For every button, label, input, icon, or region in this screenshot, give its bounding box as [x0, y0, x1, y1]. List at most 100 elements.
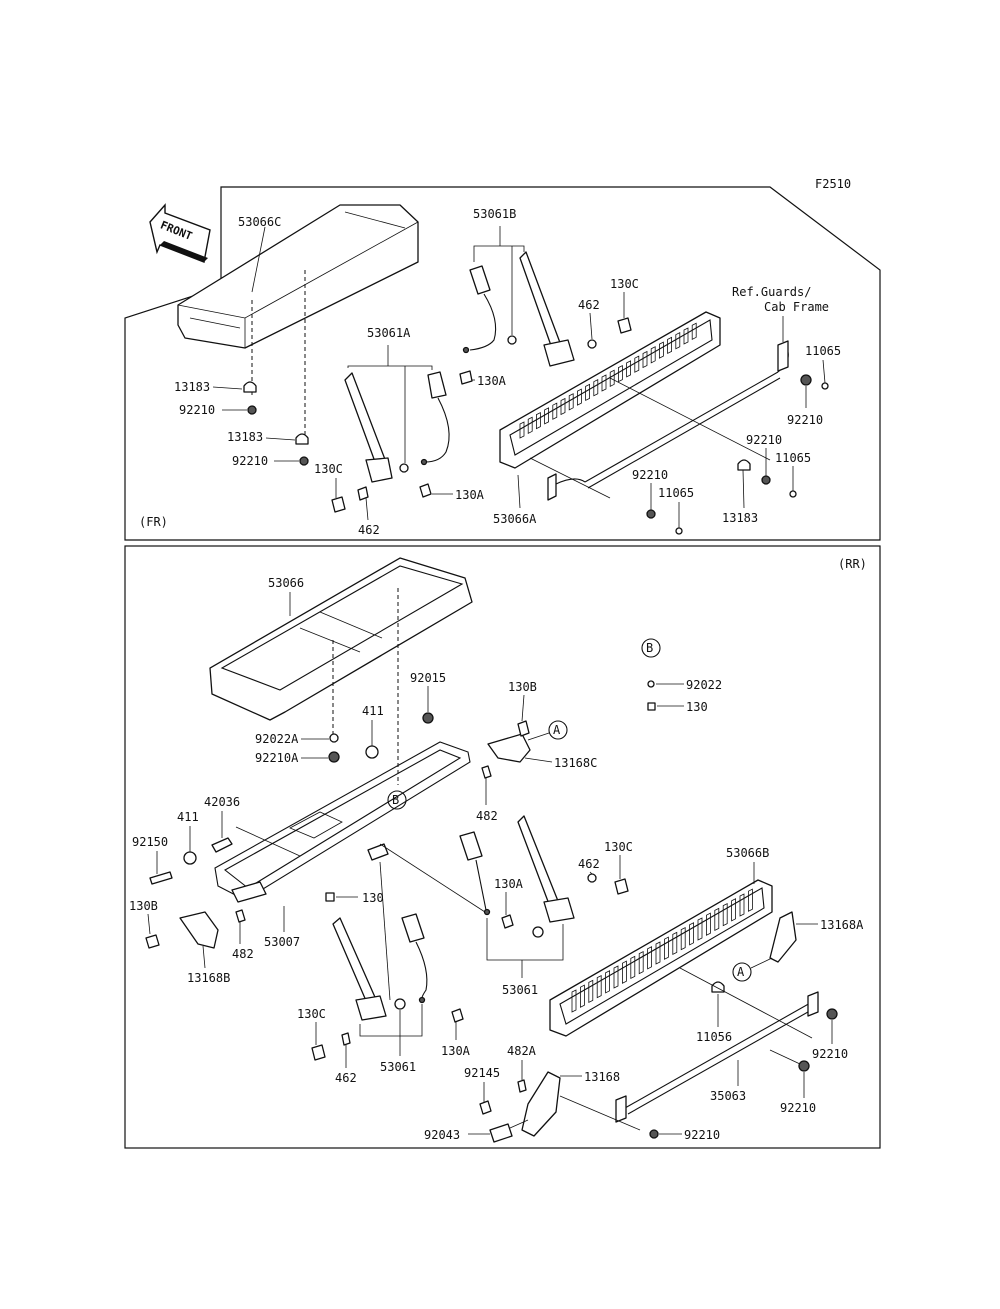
backrest-slat: [585, 383, 590, 402]
backrest-slat: [691, 322, 697, 340]
backrest-slat: [622, 960, 627, 984]
label-130C-top: 130C: [610, 277, 639, 291]
label-53061-a: 53061: [502, 983, 538, 997]
label-130B-b: 130B: [129, 899, 158, 913]
bolt-130C-b: [311, 1044, 326, 1061]
bolt-130A-b: [451, 1008, 464, 1023]
label-92022A: 92022A: [255, 732, 299, 746]
backrest-slat: [748, 888, 753, 912]
label-92210-b: 92210: [232, 454, 268, 468]
backrest-slat: [580, 984, 585, 1008]
label-130C-b: 130C: [297, 1007, 326, 1021]
spacer-482-a: [481, 765, 492, 779]
nut-92210-e: [646, 509, 656, 519]
label-482A: 482A: [507, 1044, 537, 1058]
label-130B-a: 130B: [508, 680, 537, 694]
label-92043: 92043: [424, 1128, 460, 1142]
rear-panel-frame: [124, 545, 881, 1149]
nut-92210-c: [800, 374, 812, 386]
bolt-92043: [489, 1123, 513, 1143]
label-130A-top: 130A: [477, 374, 507, 388]
backrest-slat: [527, 416, 533, 434]
figure-code: F2510: [815, 177, 851, 191]
label-11056: 11056: [696, 1030, 732, 1044]
label-11065-b: 11065: [775, 451, 811, 465]
bolt-130A-a: [501, 914, 514, 929]
label-53066A: 53066A: [493, 512, 537, 526]
ref-note-line2: Cab Frame: [764, 300, 829, 314]
bracket-13168: [521, 1071, 561, 1137]
label-462-bot: 462: [358, 523, 380, 537]
front-direction-arrow: FRONT: [149, 203, 211, 263]
callout-B-ref: [641, 638, 661, 658]
ref-note-line1: Ref.Guards/: [732, 285, 811, 299]
label-53066: 53066: [268, 576, 304, 590]
label-130C-a: 130C: [604, 840, 633, 854]
seatbelt-53061-a: [459, 815, 575, 938]
backrest-slat: [571, 989, 577, 1013]
bolt-92150: [149, 871, 173, 885]
label-462-top: 462: [578, 298, 600, 312]
backrest-slat: [714, 907, 720, 932]
seatbelt-53061A: [344, 371, 450, 483]
label-53066B: 53066B: [726, 846, 769, 860]
pin-11065-b: [789, 490, 797, 498]
backrest-slat: [544, 407, 549, 425]
label-53061-b: 53061: [380, 1060, 416, 1074]
backrest-slat: [680, 926, 686, 951]
bolt-130A-top: [459, 370, 473, 385]
spacer-482-b: [235, 909, 246, 923]
backrest-slat: [697, 917, 703, 941]
callout-B-frame-text: B: [392, 793, 399, 807]
seat-cushion-53066C: [177, 204, 419, 349]
bolt-130A-bot: [419, 483, 432, 498]
label-11065-c: 11065: [658, 486, 694, 500]
backrest-slat: [722, 902, 728, 927]
nut-92210-a: [247, 405, 257, 415]
label-92210-rr-a: 92210: [812, 1047, 848, 1061]
label-130-a: 130: [686, 700, 708, 714]
pin-11065-a: [821, 382, 829, 390]
washer-462-a: [587, 873, 597, 883]
backrest-slat: [560, 397, 566, 416]
bolt-130C-a: [614, 878, 629, 895]
washer-411-a: [365, 745, 379, 759]
label-13168A: 13168A: [820, 918, 864, 932]
callout-B-ref-text: B: [646, 641, 653, 655]
label-92210-c: 92210: [787, 413, 823, 427]
backrest-slat: [667, 336, 672, 355]
washer-411-b: [183, 851, 197, 865]
seatbelt-53061-b: [332, 913, 428, 1021]
leader-53066C: [251, 226, 266, 293]
label-462-b: 462: [335, 1071, 357, 1085]
nut-92210-rr-a: [826, 1008, 838, 1020]
backrest-slat: [552, 402, 558, 420]
label-53061B: 53061B: [473, 207, 516, 221]
backrest-slat: [634, 355, 640, 373]
pin-42036: [211, 837, 233, 853]
callout-A-top: [548, 720, 568, 740]
label-482-b: 482: [232, 947, 254, 961]
backrest-slat: [613, 965, 619, 989]
label-482-a: 482: [476, 809, 498, 823]
callout-B-frame: [387, 790, 407, 810]
backrest-slat: [601, 374, 607, 392]
backrest-slat: [659, 341, 664, 359]
label-13168B: 13168B: [187, 971, 230, 985]
label-92210-a: 92210: [179, 403, 215, 417]
backrest-slat: [731, 898, 736, 922]
bracket-13168B: [179, 911, 219, 949]
backrest-slat: [647, 946, 652, 970]
label-130A-a: 130A: [494, 877, 524, 891]
label-13168C: 13168C: [554, 756, 597, 770]
nut-92210A: [328, 751, 340, 763]
backrest-slat: [577, 388, 582, 406]
washer-92022: [647, 680, 655, 688]
washer-462-top: [587, 339, 597, 349]
grab-bar-35063: [615, 991, 819, 1123]
label-130-b: 130: [362, 891, 384, 905]
nut-92145: [479, 1100, 492, 1115]
backrest-slat: [689, 922, 694, 946]
backrest-slat: [650, 346, 656, 364]
label-92150: 92150: [132, 835, 168, 849]
